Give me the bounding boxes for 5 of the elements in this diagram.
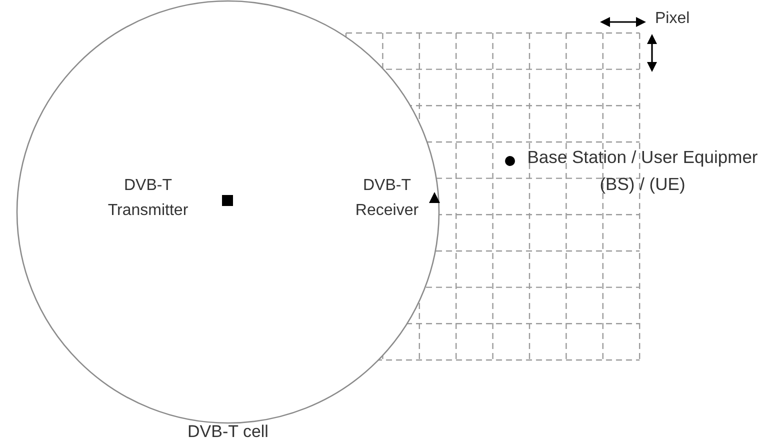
transmitter-label: DVB-T Transmitter (106, 176, 190, 221)
pixel-label: Pixel (655, 11, 690, 27)
cell-label: DVB-T cell (188, 423, 268, 441)
station-label: Base Station / User Equipmer (BS) / (UE) (526, 146, 759, 196)
receiver-label: DVB-T Receiver (354, 176, 420, 221)
